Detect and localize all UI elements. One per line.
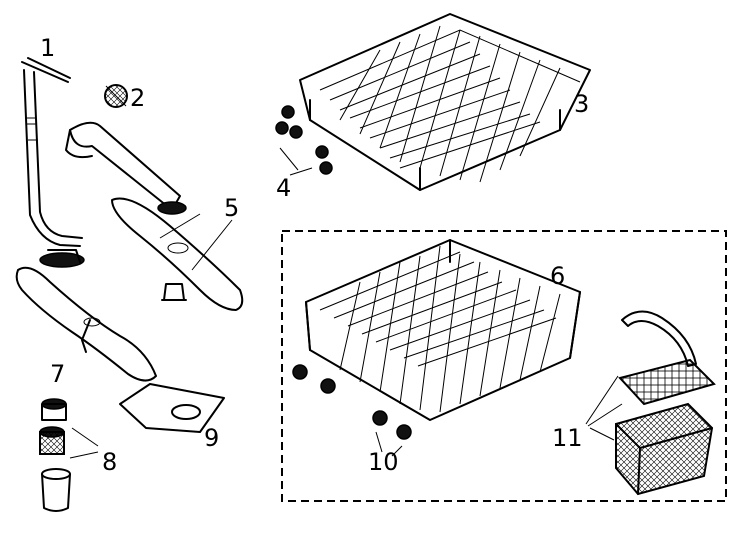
part-8-filters (39, 398, 99, 512)
callout-6: 6 (550, 262, 565, 290)
callout-7: 7 (50, 360, 65, 388)
callout-9: 9 (204, 424, 219, 452)
callout-8: 8 (102, 448, 117, 476)
part-2-cap (104, 84, 128, 108)
part-9-filter-plate (119, 383, 225, 433)
callout-3: 3 (574, 90, 589, 118)
lower-rack-group-box (281, 230, 727, 502)
callout-5: 5 (224, 194, 239, 222)
callout-1: 1 (40, 34, 55, 62)
callout-10: 10 (368, 448, 399, 476)
part-1-supply-tube (21, 57, 85, 268)
part-10-lower-wheels (292, 364, 412, 457)
part-3-upper-rack (299, 13, 591, 191)
part-6-lower-rack (305, 239, 581, 421)
callout-11: 11 (552, 424, 583, 452)
part-11-cutlery-basket (585, 310, 716, 496)
part-7-lower-spray-arm (15, 266, 157, 382)
part-5-upper-spray-arm (65, 121, 244, 311)
part-4-upper-wheels (275, 105, 333, 176)
callout-4: 4 (276, 174, 291, 202)
callout-2: 2 (130, 84, 145, 112)
